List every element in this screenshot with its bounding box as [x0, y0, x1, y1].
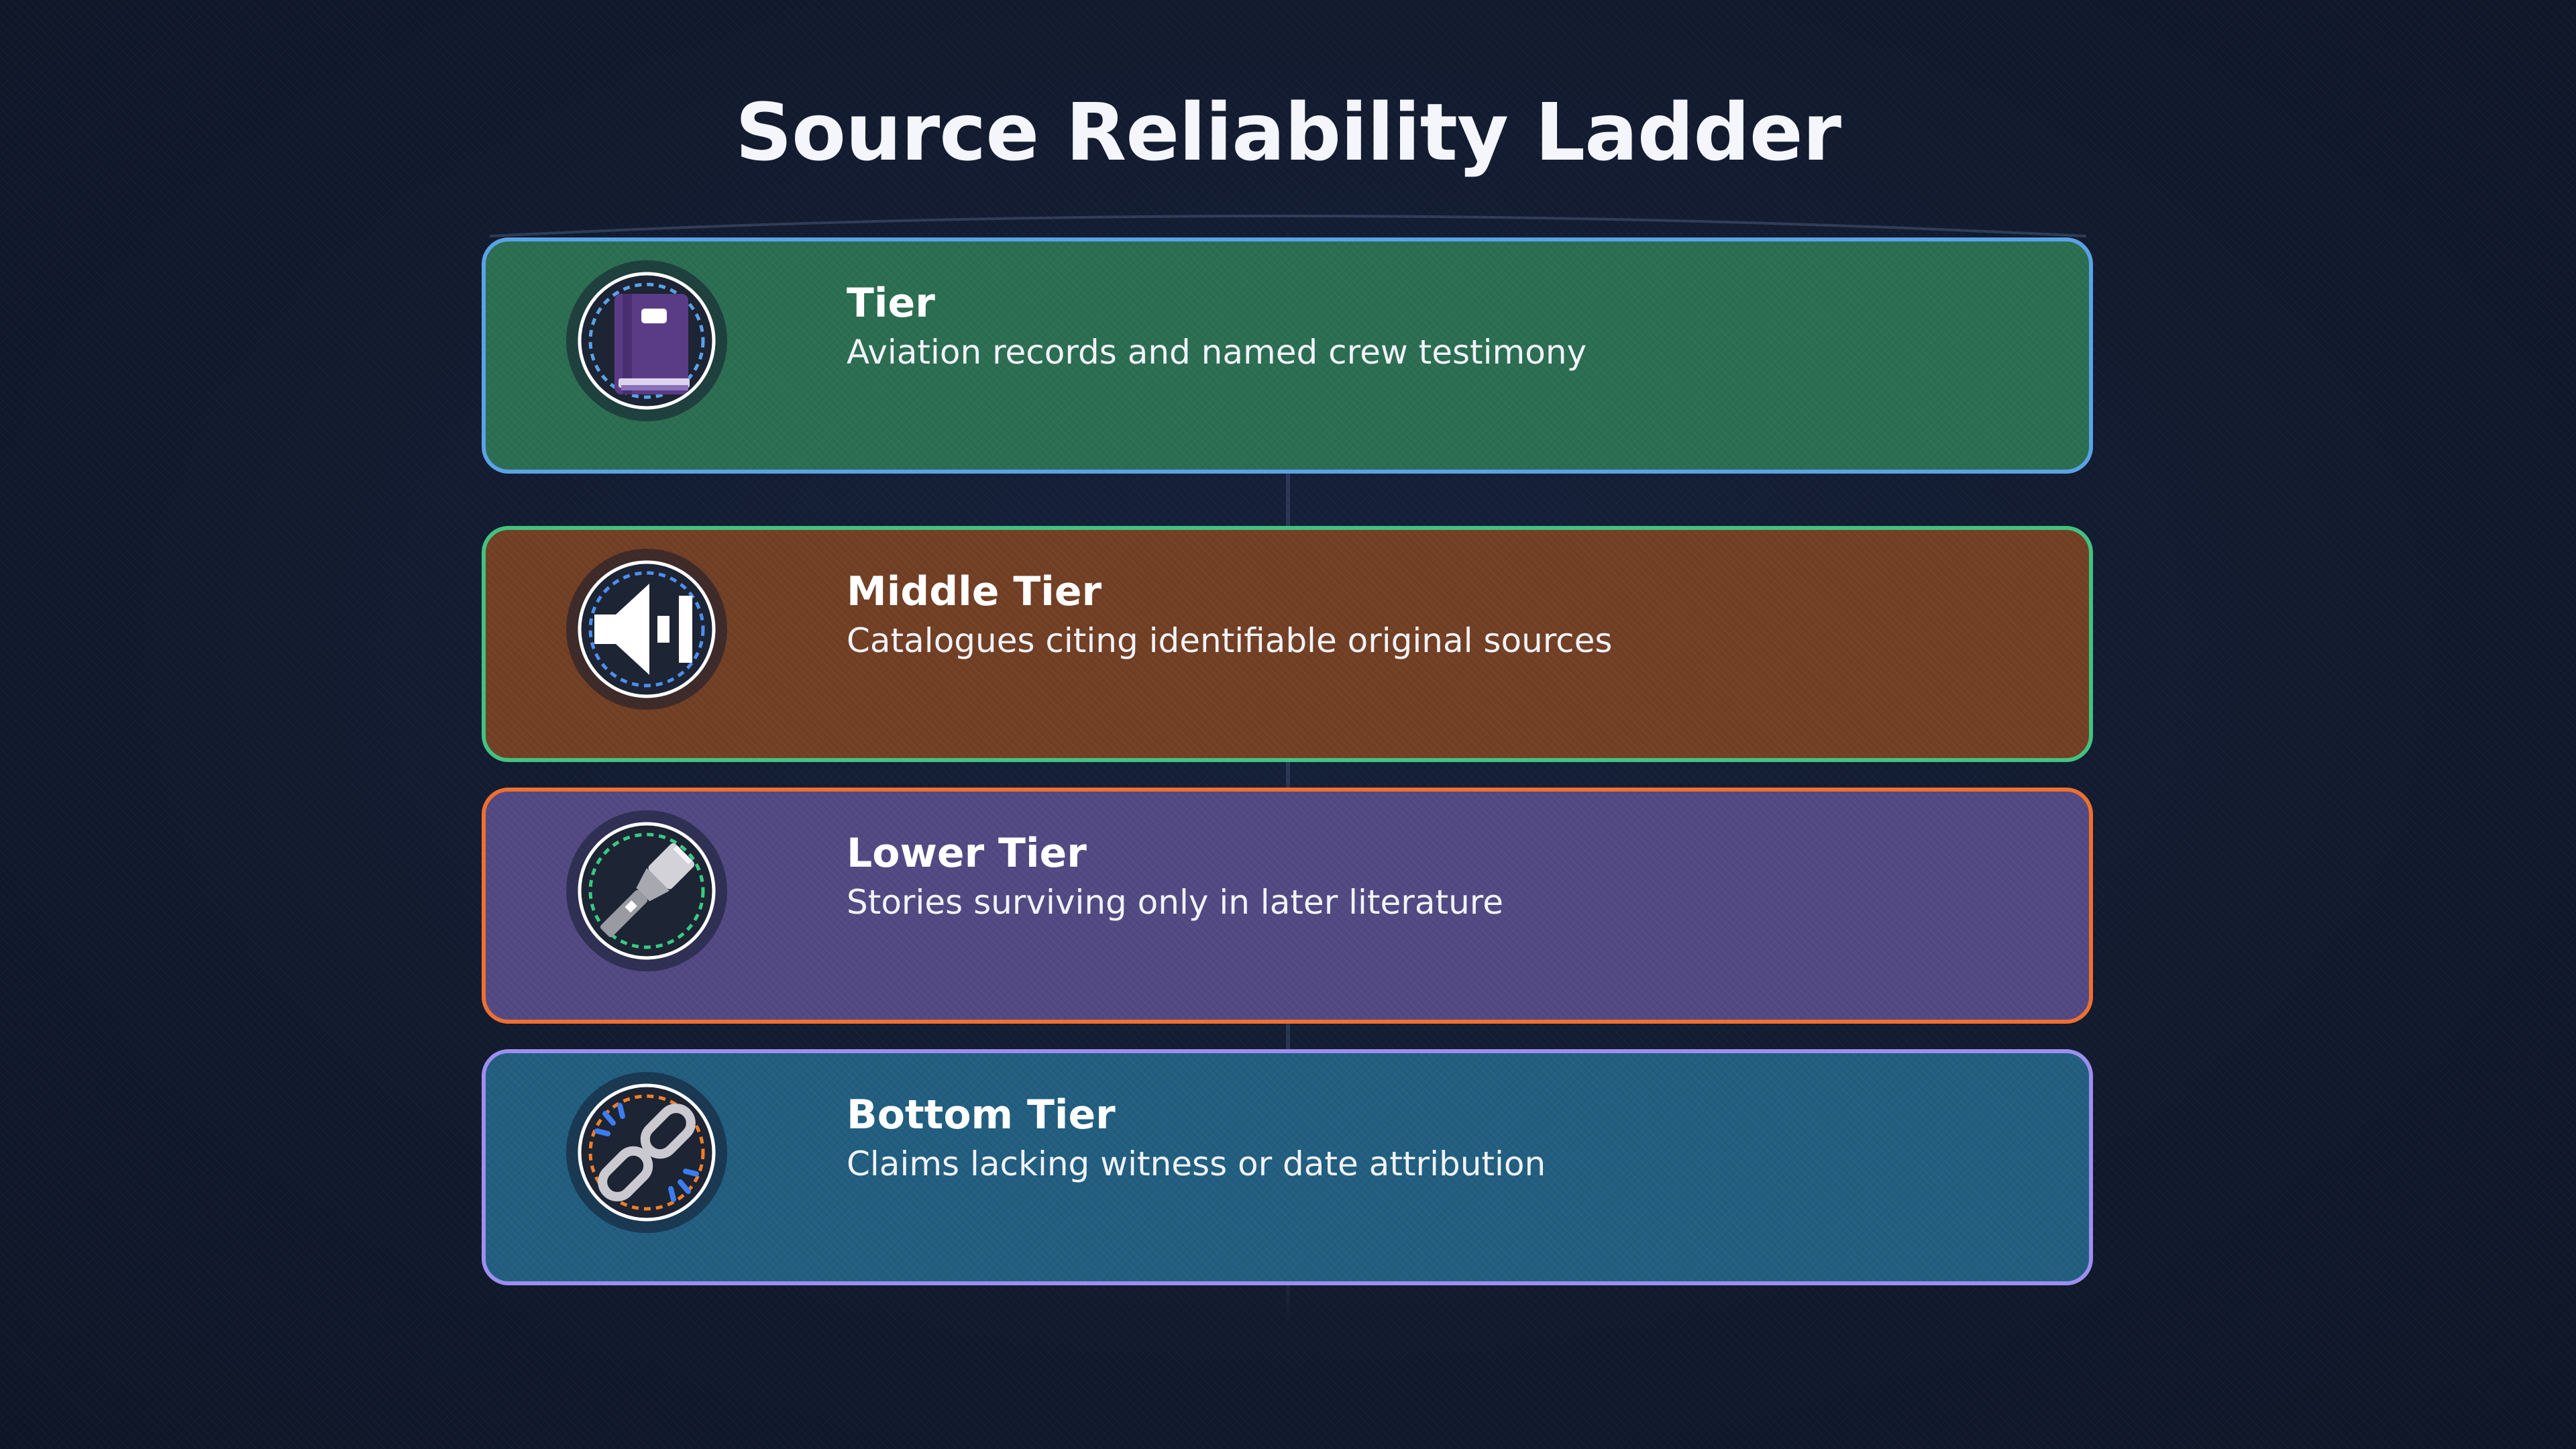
- tier-description: Catalogues citing identifiable original …: [847, 621, 1613, 660]
- tier-name: Bottom Tier: [847, 1091, 1116, 1138]
- card-texture: [486, 241, 2089, 470]
- card-texture: [486, 792, 2089, 1020]
- tier-card-top: Tier Aviation records and named crew tes…: [482, 237, 2093, 474]
- tier-badge: [566, 549, 727, 710]
- broken-link-icon: [578, 1083, 716, 1222]
- card-texture: [486, 530, 2089, 758]
- tier-name: Middle Tier: [847, 568, 1102, 615]
- tier-card-bottom: Bottom Tier Claims lacking witness or da…: [482, 1049, 2093, 1285]
- tier-description: Claims lacking witness or date attributi…: [847, 1144, 1546, 1183]
- ladder-top-arc: [490, 215, 2086, 237]
- tier-description: Aviation records and named crew testimon…: [847, 333, 1587, 372]
- tier-badge: [566, 810, 727, 971]
- flashlight-icon: [578, 822, 716, 960]
- tier-card-lower: Lower Tier Stories surviving only in lat…: [482, 788, 2093, 1024]
- ladder-spine: [1286, 228, 1290, 1328]
- speaker-icon: [578, 560, 716, 698]
- page-title: Source Reliability Ladder: [735, 86, 1841, 178]
- tier-name: Tier: [847, 280, 935, 327]
- tier-description: Stories surviving only in later literatu…: [847, 883, 1504, 922]
- tier-card-middle: Middle Tier Catalogues citing identifiab…: [482, 526, 2093, 762]
- tier-badge: [566, 260, 727, 421]
- book-icon: [578, 272, 716, 410]
- tier-name: Lower Tier: [847, 830, 1087, 877]
- card-texture: [486, 1053, 2089, 1281]
- tier-badge: [566, 1072, 727, 1233]
